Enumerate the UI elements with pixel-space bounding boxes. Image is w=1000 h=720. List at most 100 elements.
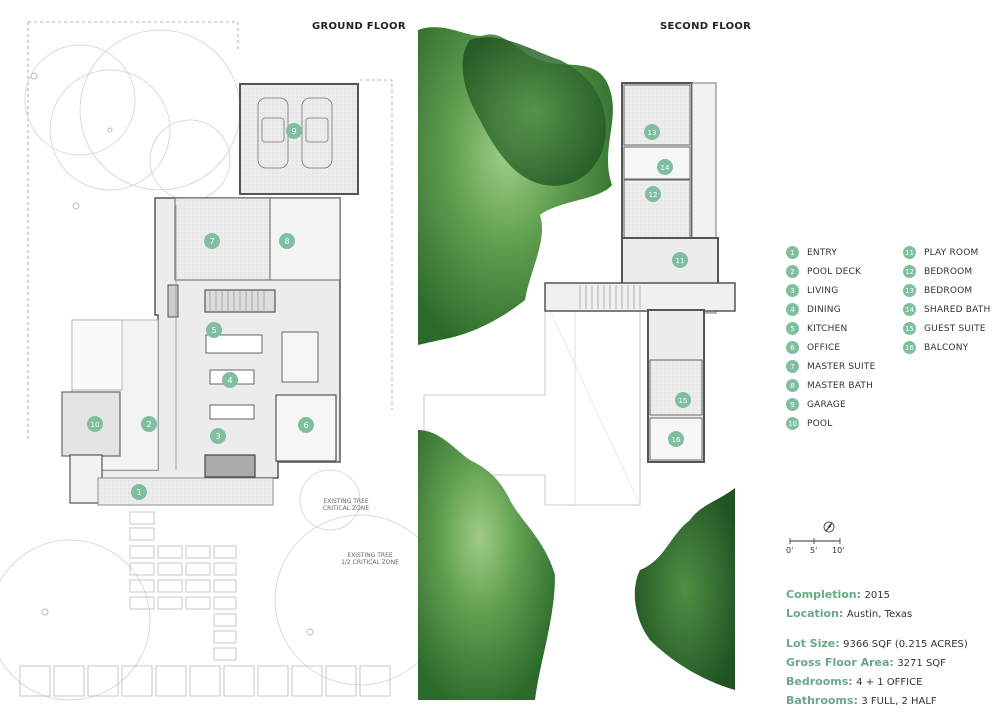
tree-canopy-top [418,27,613,345]
legend-badge: 8 [786,379,799,392]
svg-text:11: 11 [676,257,685,265]
legend-item: 1 ENTRY [786,243,875,262]
room-badge: 8 [279,233,295,249]
fact-key: Lot Size: [786,637,840,650]
svg-text:8: 8 [284,237,289,246]
legend-badge: 4 [786,303,799,316]
scale-bar: 0' 5' 10' [786,516,846,556]
legend-label: BALCONY [924,342,969,353]
room-badge: 4 [222,372,238,388]
legend-label: KITCHEN [807,323,848,334]
svg-text:5: 5 [211,326,216,335]
room-badge: 3 [210,428,226,444]
room-badge: 13 [644,124,660,140]
legend-label: LIVING [807,285,839,296]
fact-bedrooms: Bedrooms: 4 + 1 OFFICE [786,675,998,694]
legend-label: GUEST SUITE [924,323,986,334]
svg-text:14: 14 [661,164,670,172]
svg-text:12: 12 [649,191,658,199]
svg-text:15: 15 [679,397,688,405]
legend-badge: 3 [786,284,799,297]
svg-text:7: 7 [209,237,214,246]
legend-badge: 16 [903,341,916,354]
tree-half-critical-zone-note: EXISTING TREE 1/2 CRITICAL ZONE [325,552,415,566]
legend-label: POOL [807,418,833,429]
room-badge: 5 [206,322,222,338]
legend-item: 3 LIVING [786,281,875,300]
fact-key: Gross Floor Area: [786,656,894,669]
legend-label: BEDROOM [924,266,973,277]
legend-item: 15 GUEST SUITE [903,319,990,338]
legend-label: PLAY ROOM [924,247,979,258]
svg-text:16: 16 [672,436,681,444]
svg-text:9: 9 [291,127,296,136]
project-facts: Completion: 2015 Location: Austin, Texas… [786,588,998,713]
legend-item: 6 OFFICE [786,338,875,357]
svg-text:10: 10 [91,421,100,429]
ground-floor-plan [0,21,446,701]
legend-badge: 7 [786,360,799,373]
fact-gross-floor-area: Gross Floor Area: 3271 SQF [786,656,998,675]
legend-item: 10 POOL [786,414,875,433]
svg-text:6: 6 [303,421,308,430]
legend-label: OFFICE [807,342,841,353]
svg-text:3: 3 [215,432,220,441]
legend-badge: 11 [903,246,916,259]
note-line: CRITICAL ZONE [322,505,370,512]
fact-key: Location: [786,607,844,620]
legend-label: BEDROOM [924,285,973,296]
legend-label: GARAGE [807,399,846,410]
room-badge: 14 [657,159,673,175]
legend-item: 4 DINING [786,300,875,319]
note-line: EXISTING TREE [347,552,393,559]
svg-text:1: 1 [136,488,141,497]
room-badge: 9 [286,123,302,139]
scale-label: 10' [832,546,845,555]
scale-label: 5' [810,546,818,555]
second-floor-plan [418,27,736,700]
room-badge: 10 [87,416,103,432]
room-badge: 16 [668,431,684,447]
legend-item: 16 BALCONY [903,338,990,357]
legend-badge: 15 [903,322,916,335]
room-badge: 6 [298,417,314,433]
legend-badge: 14 [903,303,916,316]
legend-badge: 5 [786,322,799,335]
legend-label: DINING [807,304,841,315]
fact-bathrooms: Bathrooms: 3 FULL, 2 HALF [786,694,998,713]
legend-badge: 12 [903,265,916,278]
fact-location: Location: Austin, Texas [786,607,998,626]
fact-value: 3 FULL, 2 HALF [861,696,937,707]
legend-badge: 6 [786,341,799,354]
fact-value: 2015 [864,590,890,601]
legend-label: SHARED BATH [924,304,991,315]
room-badge: 7 [204,233,220,249]
room-badges: 1 2 3 4 5 6 7 8 9 10 11 12 13 14 15 16 [87,123,691,500]
room-badge: 12 [645,186,661,202]
tree-canopy-bottom-right [634,488,735,690]
legend-item: 8 MASTER BATH [786,376,875,395]
room-badge: 11 [672,252,688,268]
second-floor-title: SECOND FLOOR [660,21,752,32]
fact-value: 3271 SQF [897,658,946,669]
legend-badge: 1 [786,246,799,259]
room-badge: 15 [675,392,691,408]
legend-label: MASTER BATH [807,380,874,391]
fact-value: Austin, Texas [846,609,913,620]
note-line: EXISTING TREE [323,498,369,505]
legend-label: ENTRY [807,247,838,258]
room-badge: 1 [131,484,147,500]
fact-key: Completion: [786,588,862,601]
ground-floor-title: GROUND FLOOR [312,21,406,32]
legend-label: POOL DECK [807,266,862,277]
fact-value: 9366 SQF (0.215 ACRES) [843,639,968,650]
legend-badge: 10 [786,417,799,430]
fact-value: 4 + 1 OFFICE [856,677,923,688]
svg-text:4: 4 [227,376,232,385]
